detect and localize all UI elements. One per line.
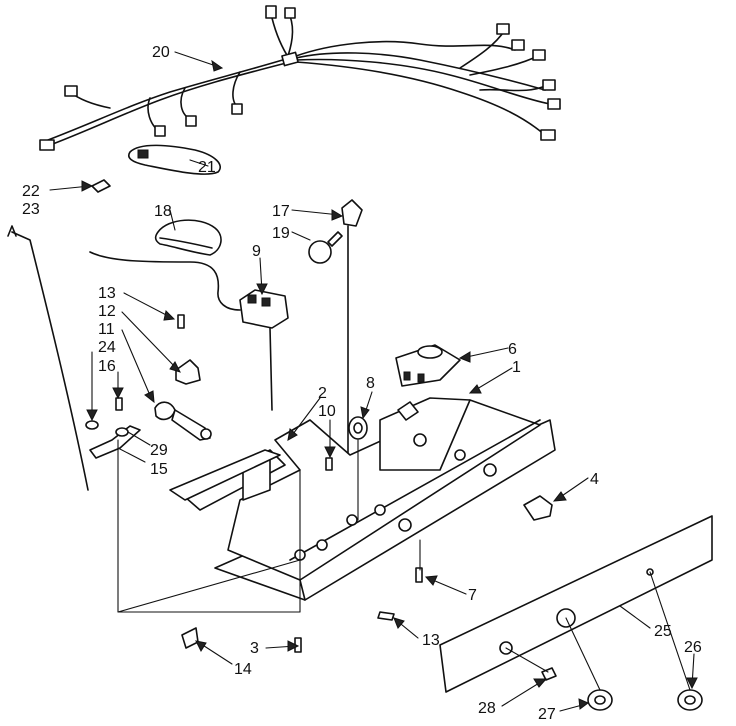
screw-13-top: [177, 314, 185, 329]
gasket-tab: [137, 149, 149, 159]
callout-19: 19: [272, 225, 290, 242]
callout-3: 3: [250, 640, 259, 657]
callout-14: 14: [234, 661, 252, 678]
screw-13-bottom: [377, 611, 395, 621]
callout-10: 10: [318, 403, 336, 420]
clip-part: [91, 179, 111, 193]
callout-24: 24: [98, 339, 116, 356]
wiring-harness: [39, 5, 561, 151]
callout-17: 17: [272, 203, 290, 220]
callout-12: 12: [98, 303, 116, 320]
callout-28: 28: [478, 700, 496, 717]
callout-13-lower: 13: [422, 632, 440, 649]
trim-panel: [439, 515, 713, 693]
callout-labels: 20 21 22 23 18 17 19 9 13 12 11 24 16 29…: [22, 44, 702, 723]
insulation-part: [154, 219, 222, 256]
capillary-tube: [89, 251, 241, 311]
callout-15: 15: [150, 461, 168, 478]
callout-20: 20: [152, 44, 170, 61]
callout-25: 25: [654, 623, 672, 640]
callout-1: 1: [512, 359, 521, 376]
callout-22: 22: [22, 183, 40, 200]
washer-24: [85, 420, 99, 430]
callout-6: 6: [508, 341, 517, 358]
callout-29: 29: [150, 442, 168, 459]
callout-4: 4: [590, 471, 599, 488]
callout-13-upper: 13: [98, 285, 116, 302]
knob-27: [587, 689, 613, 711]
callout-11: 11: [98, 321, 115, 338]
callout-21: 21: [198, 159, 216, 176]
bracket-part: [175, 359, 201, 385]
grommet-part: [348, 416, 368, 440]
screw-10: [325, 457, 333, 471]
light-bulb-part: [308, 231, 343, 264]
switch-part: [395, 344, 461, 387]
control-housing: [184, 397, 556, 601]
bracket-2: [169, 449, 281, 501]
connector-part: [523, 495, 553, 521]
callout-27: 27: [538, 706, 556, 723]
callout-23: 23: [22, 201, 40, 218]
washer-29: [115, 427, 129, 437]
gasket-part: [128, 144, 221, 175]
shaft-part: [154, 401, 212, 441]
screw-16: [115, 397, 123, 411]
knob-26: [677, 689, 703, 711]
clip-14: [181, 627, 199, 649]
thermostat-part: [239, 289, 289, 411]
callout-9: 9: [252, 243, 261, 260]
screw-7: [415, 567, 423, 583]
callout-8: 8: [366, 375, 375, 392]
lever-part: [89, 425, 141, 459]
leader-lines: [49, 51, 698, 712]
callout-26: 26: [684, 639, 702, 656]
callout-18: 18: [154, 203, 172, 220]
callout-2: 2: [318, 385, 327, 402]
callout-16: 16: [98, 358, 116, 375]
control-rod: [11, 231, 89, 491]
callout-7: 7: [468, 587, 477, 604]
